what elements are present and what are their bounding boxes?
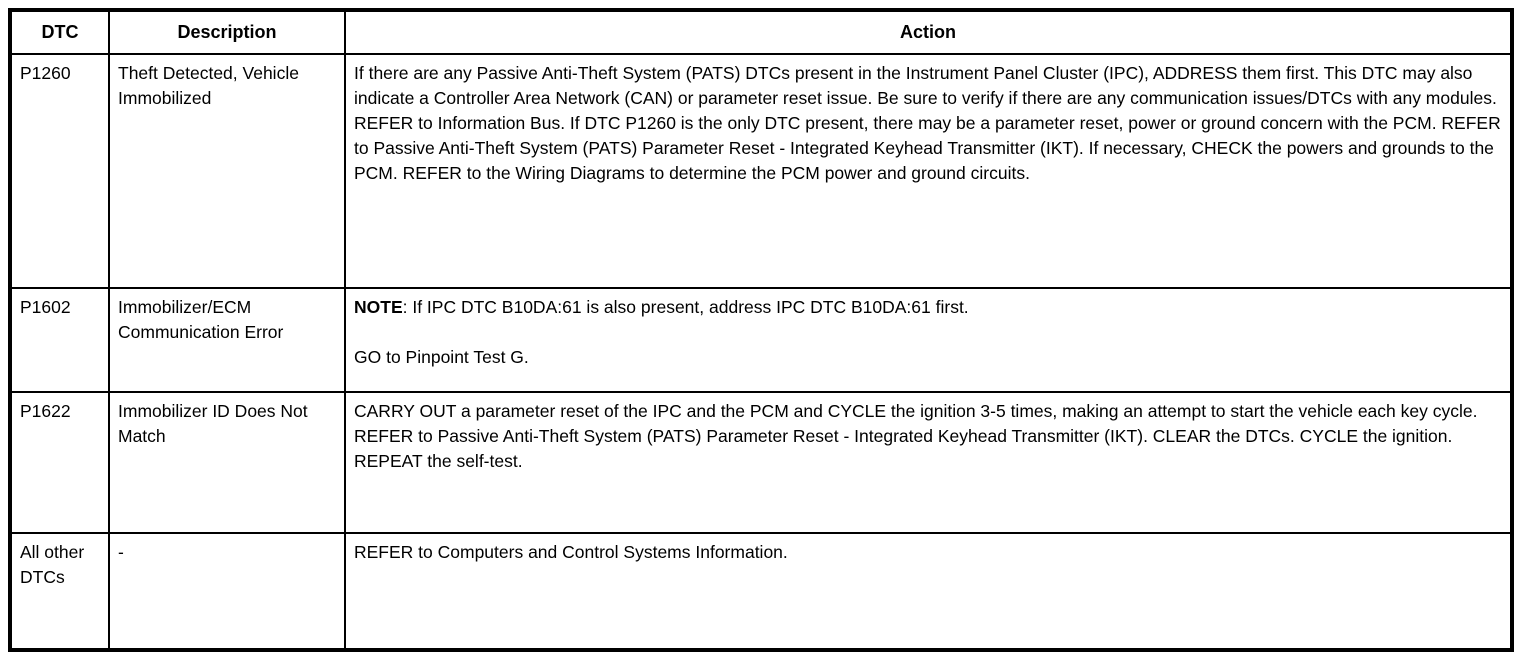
note-text: : If IPC DTC B10DA:61 is also present, a…: [402, 297, 969, 317]
table-header-row: DTC Description Action: [9, 9, 1513, 55]
cell-action: If there are any Passive Anti-Theft Syst…: [344, 53, 1513, 289]
action-note-paragraph: NOTE: If IPC DTC B10DA:61 is also presen…: [354, 295, 1502, 320]
cell-dtc: P1622: [9, 391, 110, 534]
table-row: P1622 Immobilizer ID Does Not Match CARR…: [9, 391, 1513, 534]
action-paragraph: REFER to Computers and Control Systems I…: [354, 542, 788, 562]
cell-dtc: All other DTCs: [9, 532, 110, 651]
column-header-description: Description: [108, 9, 346, 55]
cell-description: -: [108, 532, 346, 651]
cell-action: REFER to Computers and Control Systems I…: [344, 532, 1513, 651]
table-body: P1260 Theft Detected, Vehicle Immobilize…: [9, 53, 1513, 651]
table-row: All other DTCs - REFER to Computers and …: [9, 532, 1513, 651]
table-row: P1602 Immobilizer/ECM Communication Erro…: [9, 287, 1513, 393]
cell-description: Immobilizer/ECM Communication Error: [108, 287, 346, 393]
cell-description: Immobilizer ID Does Not Match: [108, 391, 346, 534]
cell-dtc: P1260: [9, 53, 110, 289]
column-header-dtc: DTC: [9, 9, 110, 55]
action-paragraph: GO to Pinpoint Test G.: [354, 347, 529, 367]
cell-action: CARRY OUT a parameter reset of the IPC a…: [344, 391, 1513, 534]
dtc-action-table: DTC Description Action P1260 Theft Detec…: [8, 8, 1514, 652]
note-label: NOTE: [354, 297, 403, 317]
column-header-action: Action: [344, 9, 1513, 55]
action-paragraph: CARRY OUT a parameter reset of the IPC a…: [354, 401, 1478, 471]
table-row: P1260 Theft Detected, Vehicle Immobilize…: [9, 53, 1513, 289]
cell-action: NOTE: If IPC DTC B10DA:61 is also presen…: [344, 287, 1513, 393]
cell-description: Theft Detected, Vehicle Immobilized: [108, 53, 346, 289]
cell-dtc: P1602: [9, 287, 110, 393]
action-paragraph: If there are any Passive Anti-Theft Syst…: [354, 63, 1501, 183]
table-header: DTC Description Action: [9, 9, 1513, 55]
